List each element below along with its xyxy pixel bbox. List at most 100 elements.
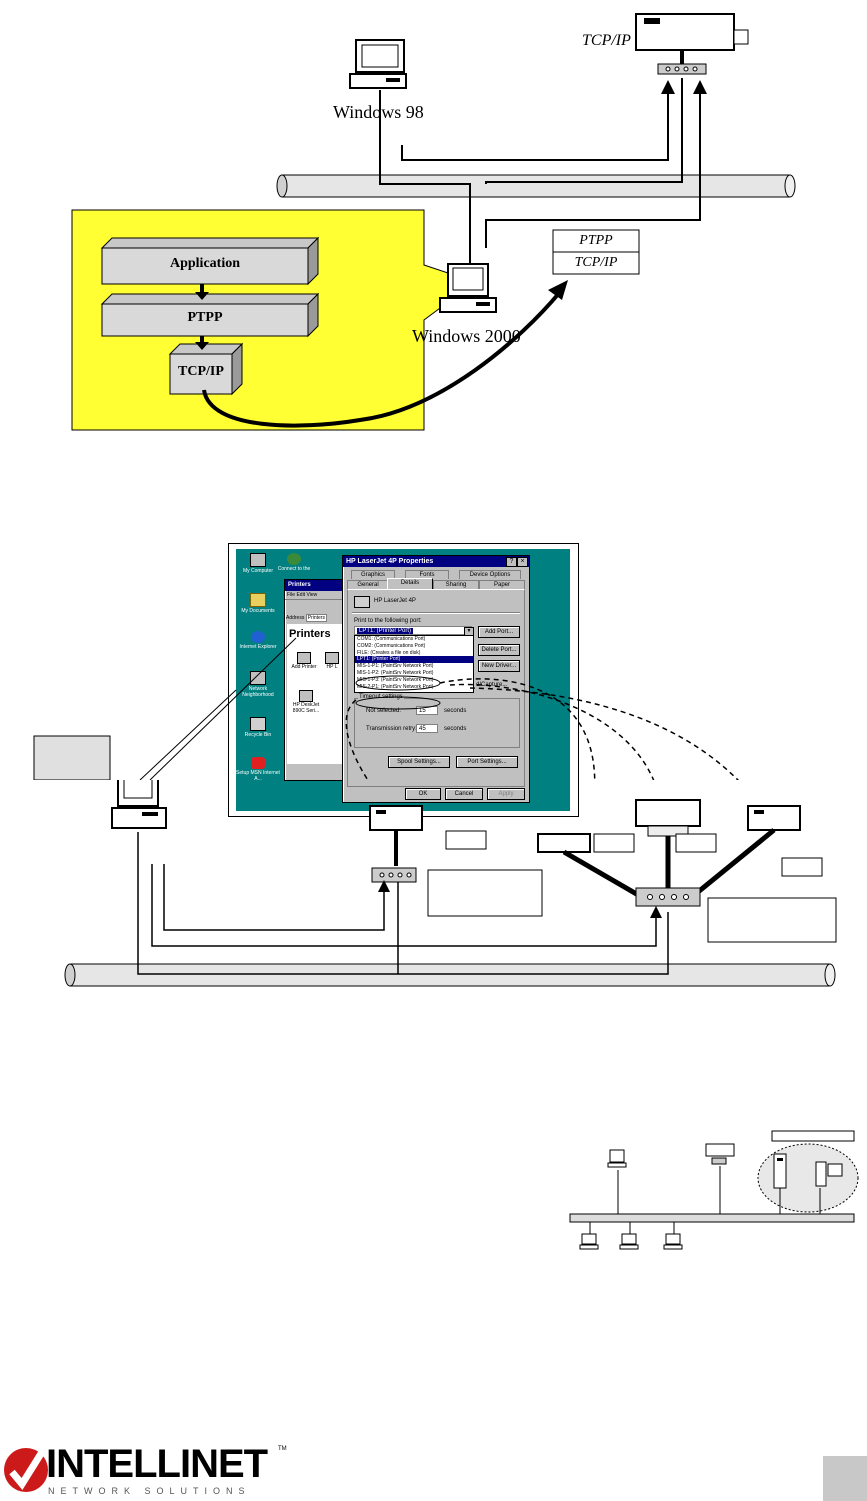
stack-label-application: Application xyxy=(169,256,240,271)
down-arrow-2 xyxy=(195,336,209,350)
desktop-icon-network[interactable]: Network Neighborhood xyxy=(236,671,280,698)
tab-sharing[interactable]: Sharing xyxy=(433,580,479,589)
desktop-icon-label: My Documents xyxy=(241,608,275,614)
printers-toolbar xyxy=(285,599,345,614)
port-diagram-lower xyxy=(64,780,837,987)
tab-device-options[interactable]: Device Options xyxy=(459,570,521,579)
desktop-icon-label: Setup MSN Internet A... xyxy=(236,770,280,782)
label-box-6 xyxy=(707,897,837,943)
hp-deskjet-item[interactable]: HP DeskJet 890C Seri... xyxy=(291,690,321,714)
port-option[interactable]: LPT1: (Printer Port) xyxy=(355,656,473,664)
cancel-button[interactable]: Cancel xyxy=(445,788,483,800)
transmission-field[interactable]: 45 xyxy=(416,724,438,733)
seconds-label: seconds xyxy=(444,726,467,732)
printer-icon-1 xyxy=(369,805,423,866)
port-option[interactable]: COM1: (Communications Port) xyxy=(357,636,426,642)
tcpip-printer-icon xyxy=(635,13,749,75)
add-printer-item[interactable]: Add Printer xyxy=(291,652,317,670)
stack-box-ptpp xyxy=(100,292,320,338)
dashed-port-arrows xyxy=(345,678,739,780)
desktop-icon-my-computer[interactable]: My Computer xyxy=(236,553,280,574)
divider xyxy=(352,612,520,614)
port-option[interactable]: MIS-2-P1: (PaintSrv Network Port) xyxy=(357,683,434,690)
desktop-icon-label: Connect to the xyxy=(277,566,311,572)
port-option[interactable]: MIS-1-P2: (PaintSrv Network Port) xyxy=(357,669,434,676)
diagram2-links xyxy=(137,832,669,975)
close-button[interactable]: × xyxy=(517,557,528,567)
brand-name: INTELLINET xyxy=(46,1442,268,1486)
win98-label: Windows 98 xyxy=(333,102,424,122)
win2000-label: Windows 2000 xyxy=(412,326,521,346)
properties-dialog[interactable]: HP LaserJet 4P Properties ? × Graphics F… xyxy=(342,555,530,803)
port-option[interactable]: FILE: (Creates a file on disk) xyxy=(357,649,421,656)
tab-paper[interactable]: Paper xyxy=(479,580,525,589)
port-dropdown-list[interactable]: COM1: (Communications Port) COM2: (Commu… xyxy=(354,635,474,693)
label-box-3 xyxy=(593,833,635,853)
item-label: HP DeskJet 890C Seri... xyxy=(292,702,320,714)
hp-printer-item[interactable]: HP L xyxy=(321,652,343,670)
port-option[interactable]: MIS-1-P3: (PaintSrv Network Port) xyxy=(357,676,434,683)
not-selected-label: Not selected: xyxy=(366,708,402,714)
win95-desktop: My Computer Connect to the My Documents … xyxy=(236,549,570,811)
menu-view[interactable]: View xyxy=(306,592,318,598)
menu-edit[interactable]: Edit xyxy=(296,592,306,598)
printers-window[interactable]: Printers File Edit View Address Printers… xyxy=(284,579,346,781)
port-settings-button[interactable]: Port Settings... xyxy=(456,756,518,768)
desktop-icon-internet-explorer[interactable]: Internet Explorer xyxy=(236,631,280,650)
add-printer-icon xyxy=(297,652,311,664)
address-field[interactable]: Printers xyxy=(305,614,327,622)
desktop-icon-label: My Computer xyxy=(242,568,273,574)
lan-diagram xyxy=(569,1130,859,1250)
stack-label-tcpip: TCP/IP xyxy=(178,364,224,379)
ptpp-diagram-svg xyxy=(71,13,796,431)
not-selected-field[interactable]: 15 xyxy=(416,706,438,715)
desktop-icon-label: Network Neighborhood xyxy=(242,686,274,698)
zoom-ray-2 xyxy=(149,637,297,780)
lan-label-box xyxy=(771,1130,855,1142)
seconds-label: seconds xyxy=(444,708,467,714)
lan-client-icons xyxy=(579,1233,683,1250)
port-selected-value: LPT1: (Printer Port) xyxy=(357,628,414,634)
curved-arrow xyxy=(202,290,562,428)
remote-stack-ptpp: PTPP xyxy=(579,233,613,248)
printer-icon xyxy=(325,652,339,664)
ok-button[interactable]: OK xyxy=(405,788,441,800)
port-label: Print to the following port: xyxy=(354,618,422,624)
port-diagram-svg xyxy=(33,637,739,780)
desktop-icon-label: Internet Explorer xyxy=(239,644,277,650)
lan-computer-icon xyxy=(607,1149,627,1168)
print-server-2-icon xyxy=(635,887,701,907)
tab-fonts[interactable]: Fonts xyxy=(405,570,449,579)
checkmark-logo-icon xyxy=(4,1448,48,1492)
printers-window-title: Printers xyxy=(285,580,345,591)
printers-address-bar: Address Printers xyxy=(285,614,345,622)
apply-button[interactable]: Apply xyxy=(487,788,525,800)
desktop-icon-recycle-bin[interactable]: Recycle Bin xyxy=(236,717,280,738)
brand-tagline: NETWORK SOLUTIONS xyxy=(48,1486,251,1496)
add-port-button[interactable]: Add Port... xyxy=(478,626,520,638)
port-option[interactable]: MIS-1-P1: (PaintSrv Network Port) xyxy=(357,663,434,670)
menu-file[interactable]: File xyxy=(287,592,296,598)
spool-settings-button[interactable]: Spool Settings... xyxy=(388,756,450,768)
desktop-icon-msn[interactable]: Setup MSN Internet A... xyxy=(236,757,280,782)
server-group-oval xyxy=(757,1143,859,1213)
brand-trademark: TM xyxy=(278,1446,287,1452)
printer-icon-4 xyxy=(747,805,801,831)
desktop-icon-connect[interactable]: Connect to the xyxy=(272,553,316,572)
diagram1-links xyxy=(379,78,701,265)
capture-label[interactable]: d/Capture... xyxy=(476,682,508,688)
label-box-2 xyxy=(427,869,543,917)
desktop-icon-my-documents[interactable]: My Documents xyxy=(236,593,280,614)
tab-graphics[interactable]: Graphics xyxy=(351,570,395,579)
lan-printer-icon xyxy=(705,1143,735,1165)
port-option[interactable]: COM2: (Communications Port) xyxy=(357,642,426,649)
printer-icon xyxy=(354,596,370,608)
printers-heading: Printers xyxy=(289,628,331,640)
help-button[interactable]: ? xyxy=(506,557,517,567)
new-driver-button[interactable]: New Driver... xyxy=(478,660,520,672)
delete-port-button[interactable]: Delete Port... xyxy=(478,644,520,656)
label-box-4 xyxy=(675,833,717,853)
tab-details[interactable]: Details xyxy=(387,578,433,589)
details-panel: HP LaserJet 4P Print to the following po… xyxy=(347,589,525,787)
dialog-title: HP LaserJet 4P Properties xyxy=(343,556,529,567)
